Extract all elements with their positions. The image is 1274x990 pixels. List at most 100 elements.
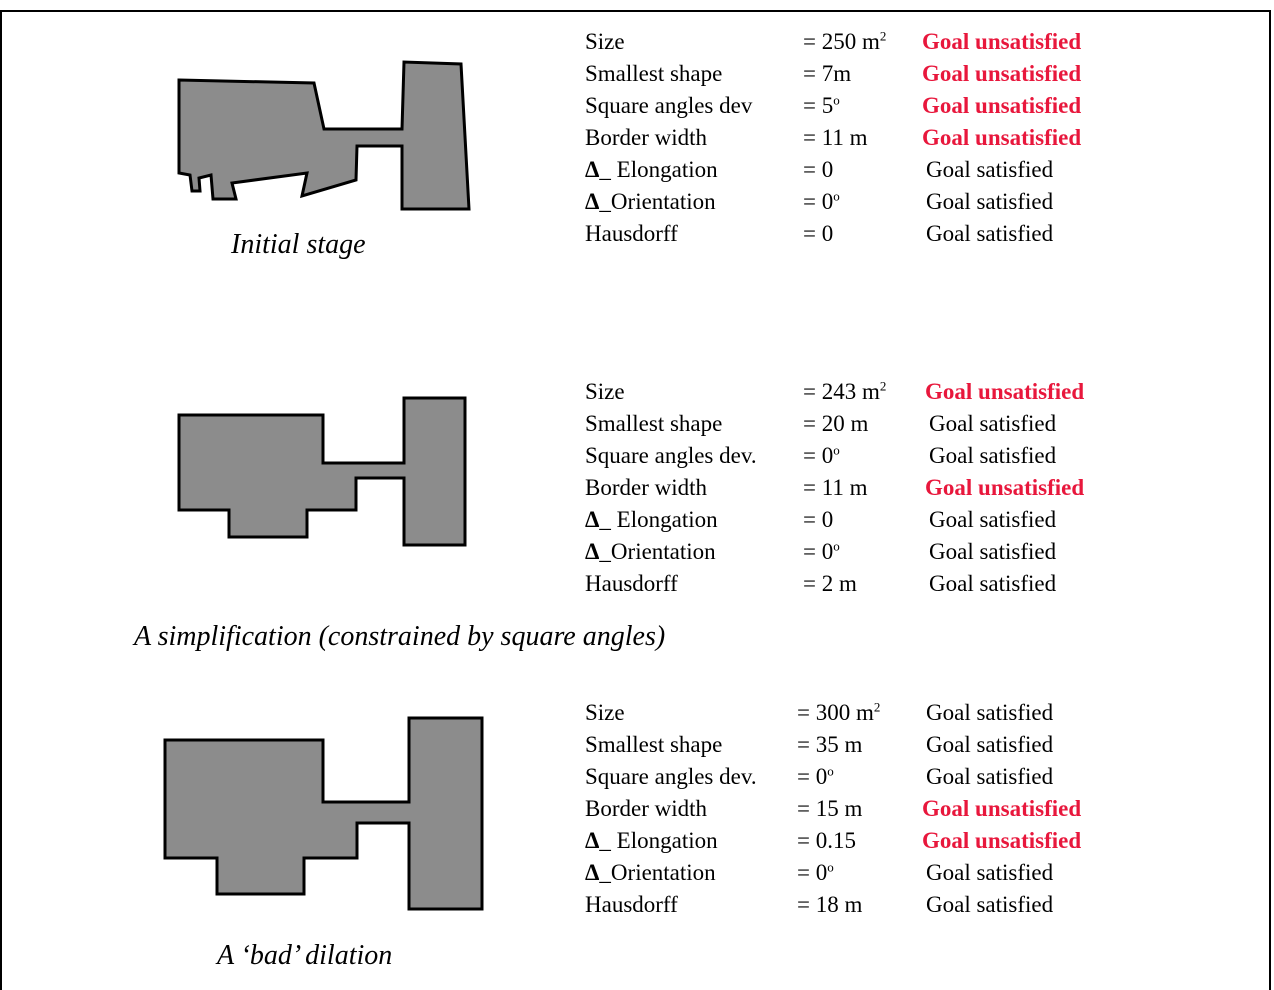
metric-name-text: _Orientation [599, 539, 716, 564]
metric-value: = 15 m [797, 793, 862, 825]
metric-name: Size [585, 26, 625, 58]
metric-value-text: = 0 [797, 860, 828, 885]
metric-name-text: Hausdorff [585, 221, 678, 246]
caption-simplification: A simplification (constrained by square … [134, 621, 666, 652]
goal-unsatisfied-status: Goal unsatisfied [922, 93, 1082, 118]
metric-value-text: = 5 [803, 93, 834, 118]
metric-value-text: = 0.15 [797, 828, 856, 853]
metric-value: = 243 m2 [803, 376, 886, 408]
metric-name: Size [585, 697, 625, 729]
metric-name-text: Border width [585, 125, 708, 150]
metric-value-text: = 0 [797, 764, 828, 789]
metric-value: = 11 m [803, 472, 868, 504]
metric-value: = 20 m [803, 408, 868, 440]
metric-value-text: = 243 m [803, 379, 880, 404]
metric-value: = 0o [803, 186, 840, 218]
metric-unit-superscript: o [827, 763, 834, 779]
metric-name: Square angles dev. [585, 761, 757, 793]
metric-value-text: = 0 [803, 443, 834, 468]
metric-name: Smallest shape [585, 408, 722, 440]
metric-value: = 11 m [803, 122, 868, 154]
metric-value-text: = 7m [803, 61, 852, 86]
metric-value-text: = 20 m [803, 411, 869, 436]
delta-symbol: Δ [585, 828, 600, 853]
goal-satisfied-status: Goal satisfied [929, 507, 1057, 532]
goal-unsatisfied-status: Goal unsatisfied [925, 475, 1085, 500]
metric-value-text: = 300 m [797, 700, 874, 725]
goal-satisfied-status: Goal satisfied [926, 732, 1054, 757]
metric-name-text: _Orientation [599, 189, 716, 214]
metric-name: Border width [585, 122, 707, 154]
metric-name-text: Border width [585, 475, 708, 500]
initial-building-shape [177, 60, 471, 211]
delta-symbol: Δ [585, 860, 600, 885]
metric-unit-superscript: 2 [879, 28, 887, 44]
metric-name-text: _Orientation [599, 860, 716, 885]
metric-value: = 0.15 [797, 825, 856, 857]
metric-name-text: Size [585, 379, 625, 404]
metric-name: Δ_Orientation [585, 857, 716, 889]
metric-name-text: Square angles dev. [585, 764, 757, 789]
goal-satisfied-status: Goal satisfied [926, 860, 1054, 885]
metric-value: = 0o [803, 440, 840, 472]
metric-name: Size [585, 376, 625, 408]
goal-satisfied-status: Goal satisfied [929, 539, 1057, 564]
metric-value-text: = 15 m [797, 796, 863, 821]
metric-name: Border width [585, 793, 707, 825]
metric-value: = 0 [803, 504, 833, 536]
metric-name-text: Hausdorff [585, 571, 678, 596]
metric-unit-superscript: 2 [873, 699, 881, 715]
metric-value: = 0o [797, 857, 834, 889]
caption-bad-dilation: A ‘bad’ dilation [217, 940, 393, 971]
metric-value-text: = 0 [803, 157, 834, 182]
goal-satisfied-status: Goal satisfied [929, 571, 1057, 596]
metric-name: Smallest shape [585, 729, 722, 761]
goal-satisfied-status: Goal satisfied [929, 411, 1057, 436]
metric-name-text: _ Elongation [599, 507, 718, 532]
metric-value: = 0o [797, 761, 834, 793]
metric-value-text: = 11 m [803, 125, 868, 150]
metric-name: Hausdorff [585, 568, 678, 600]
metric-value: = 7m [803, 58, 851, 90]
metric-name: Smallest shape [585, 58, 722, 90]
goal-satisfied-status: Goal satisfied [926, 892, 1054, 917]
metric-name-text: Smallest shape [585, 732, 723, 757]
metric-row: Square angles dev. = 0o Goal satisfied [585, 440, 1145, 472]
metric-unit-superscript: o [827, 859, 834, 875]
metric-value: = 18 m [797, 889, 862, 921]
dilated-building-shape [163, 716, 484, 911]
goal-satisfied-status: Goal satisfied [926, 221, 1054, 246]
metric-name: Square angles dev. [585, 440, 757, 472]
metric-name-text: _ Elongation [599, 157, 718, 182]
metric-value-text: = 0 [803, 189, 834, 214]
goal-satisfied-status: Goal satisfied [929, 443, 1057, 468]
metric-unit-superscript: o [833, 188, 840, 204]
metric-name-text: Border width [585, 796, 708, 821]
metric-value-text: = 250 m [803, 29, 880, 54]
metric-value-text: = 18 m [797, 892, 863, 917]
metric-name: Square angles dev [585, 90, 752, 122]
metric-unit-superscript: o [833, 92, 840, 108]
metric-value-text: = 2 m [803, 571, 857, 596]
caption-initial-stage: Initial stage [231, 229, 366, 260]
metric-value-text: = 0 [803, 539, 834, 564]
metric-name: Δ_Orientation [585, 536, 716, 568]
metric-name-text: _ Elongation [599, 828, 718, 853]
metric-value: = 2 m [803, 568, 857, 600]
metric-value: = 0 [803, 154, 833, 186]
metric-name-text: Smallest shape [585, 61, 723, 86]
metric-row: Border width = 11 m Goal unsatisfied [585, 472, 1145, 504]
metric-name: Border width [585, 472, 707, 504]
metric-value-text: = 11 m [803, 475, 868, 500]
metric-name: Δ_ Elongation [585, 154, 718, 186]
